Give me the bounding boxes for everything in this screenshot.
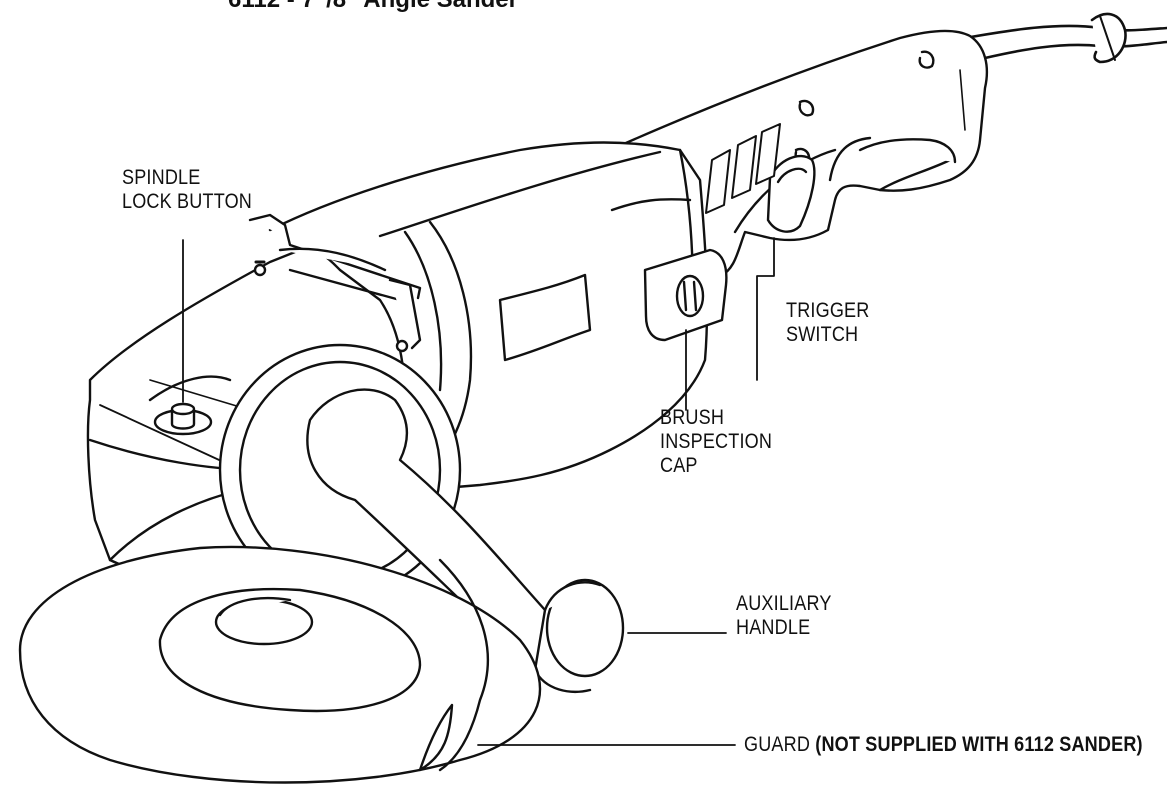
spindle-lock-button <box>153 402 213 436</box>
label-brush-line1: BRUSH <box>660 406 725 429</box>
auxiliary-handle <box>306 388 625 693</box>
label-spindle-lock-button: SPINDLE LOCK BUTTON <box>122 166 252 214</box>
label-auxiliary-handle: AUXILIARY HANDLE <box>736 592 832 640</box>
label-guard-plain: GUARD <box>744 733 816 756</box>
label-brush-line2: INSPECTION <box>660 430 773 453</box>
label-guard: GUARD (NOT SUPPLIED WITH 6112 SANDER) <box>744 733 1143 757</box>
guard <box>418 558 489 772</box>
power-cord <box>963 12 1167 64</box>
sanding-disc <box>18 545 542 784</box>
label-trigger-line1: TRIGGER <box>786 299 870 322</box>
diagram-title: 6112 - 7"/8" Angle Sander <box>228 0 518 14</box>
label-trigger-line2: SWITCH <box>786 323 859 346</box>
label-brush-line3: CAP <box>660 454 698 477</box>
label-trigger-switch: TRIGGER SWITCH <box>786 299 869 347</box>
brush-cap <box>643 248 728 342</box>
label-guard-note: (NOT SUPPLIED WITH 6112 SANDER) <box>815 733 1143 756</box>
label-spindle-lock-line2: LOCK BUTTON <box>122 190 253 213</box>
leader-lines <box>182 237 775 746</box>
vent-slots <box>705 123 781 214</box>
label-spindle-lock-line1: SPINDLE <box>122 166 201 189</box>
trigger-switch <box>766 154 816 233</box>
label-aux-line1: AUXILIARY <box>736 592 832 615</box>
top-bracket <box>248 213 422 353</box>
label-aux-line2: HANDLE <box>736 616 811 639</box>
label-brush-inspection-cap: BRUSH INSPECTION CAP <box>660 406 772 478</box>
